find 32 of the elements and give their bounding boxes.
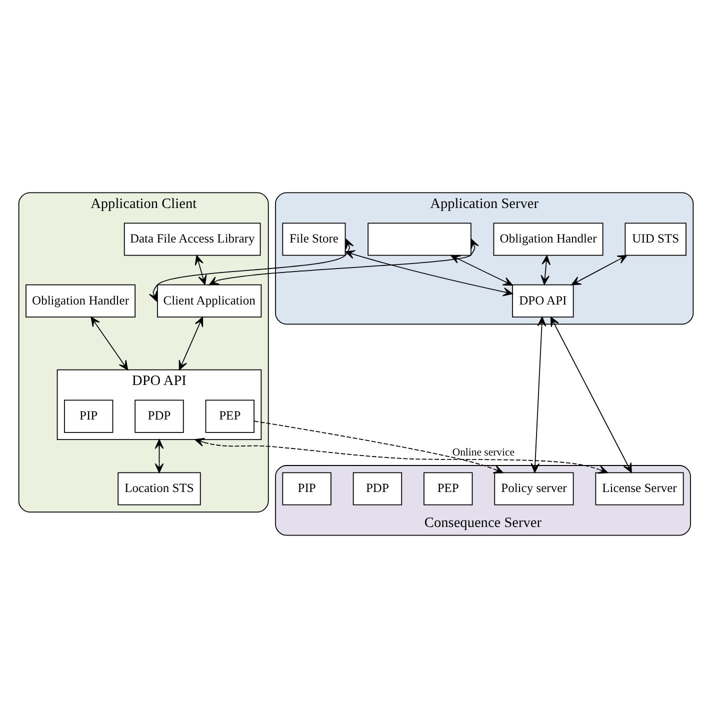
- node-box: PDP: [352, 472, 402, 505]
- arrow: [178, 316, 204, 370]
- node-box: Client Application: [157, 284, 262, 317]
- node-box: License Server: [595, 472, 684, 505]
- node-box: Obligation Handler: [26, 284, 136, 317]
- arrow: [530, 316, 546, 472]
- node-box: Data File Access Library: [124, 222, 261, 256]
- node-box: [368, 222, 472, 256]
- arrow: [450, 254, 513, 286]
- node-box: PIP: [282, 472, 332, 505]
- arrow: [90, 316, 128, 370]
- node-box: PEP: [424, 472, 473, 505]
- node-box: PDP: [134, 399, 184, 432]
- node-box: DPO API: [512, 284, 574, 317]
- arrow: [540, 254, 551, 284]
- node-box: Obligation Handler: [493, 222, 604, 256]
- arrow: [154, 438, 164, 473]
- node-box: Policy server: [494, 472, 574, 505]
- node-box: PEP: [205, 399, 254, 432]
- arrow: [194, 254, 207, 284]
- node-box: PIP: [64, 399, 114, 432]
- node-box: UID STS: [624, 222, 686, 256]
- arrow: [550, 316, 632, 472]
- arrow: [148, 238, 354, 301]
- arrow: [345, 250, 513, 296]
- edge-label: Online service: [452, 446, 515, 458]
- arrow: [254, 420, 504, 473]
- node-box: File Store: [282, 222, 346, 256]
- arrow: [571, 254, 628, 285]
- node-box: Location STS: [118, 472, 201, 505]
- arrow: [208, 238, 479, 285]
- arrow: [194, 437, 608, 474]
